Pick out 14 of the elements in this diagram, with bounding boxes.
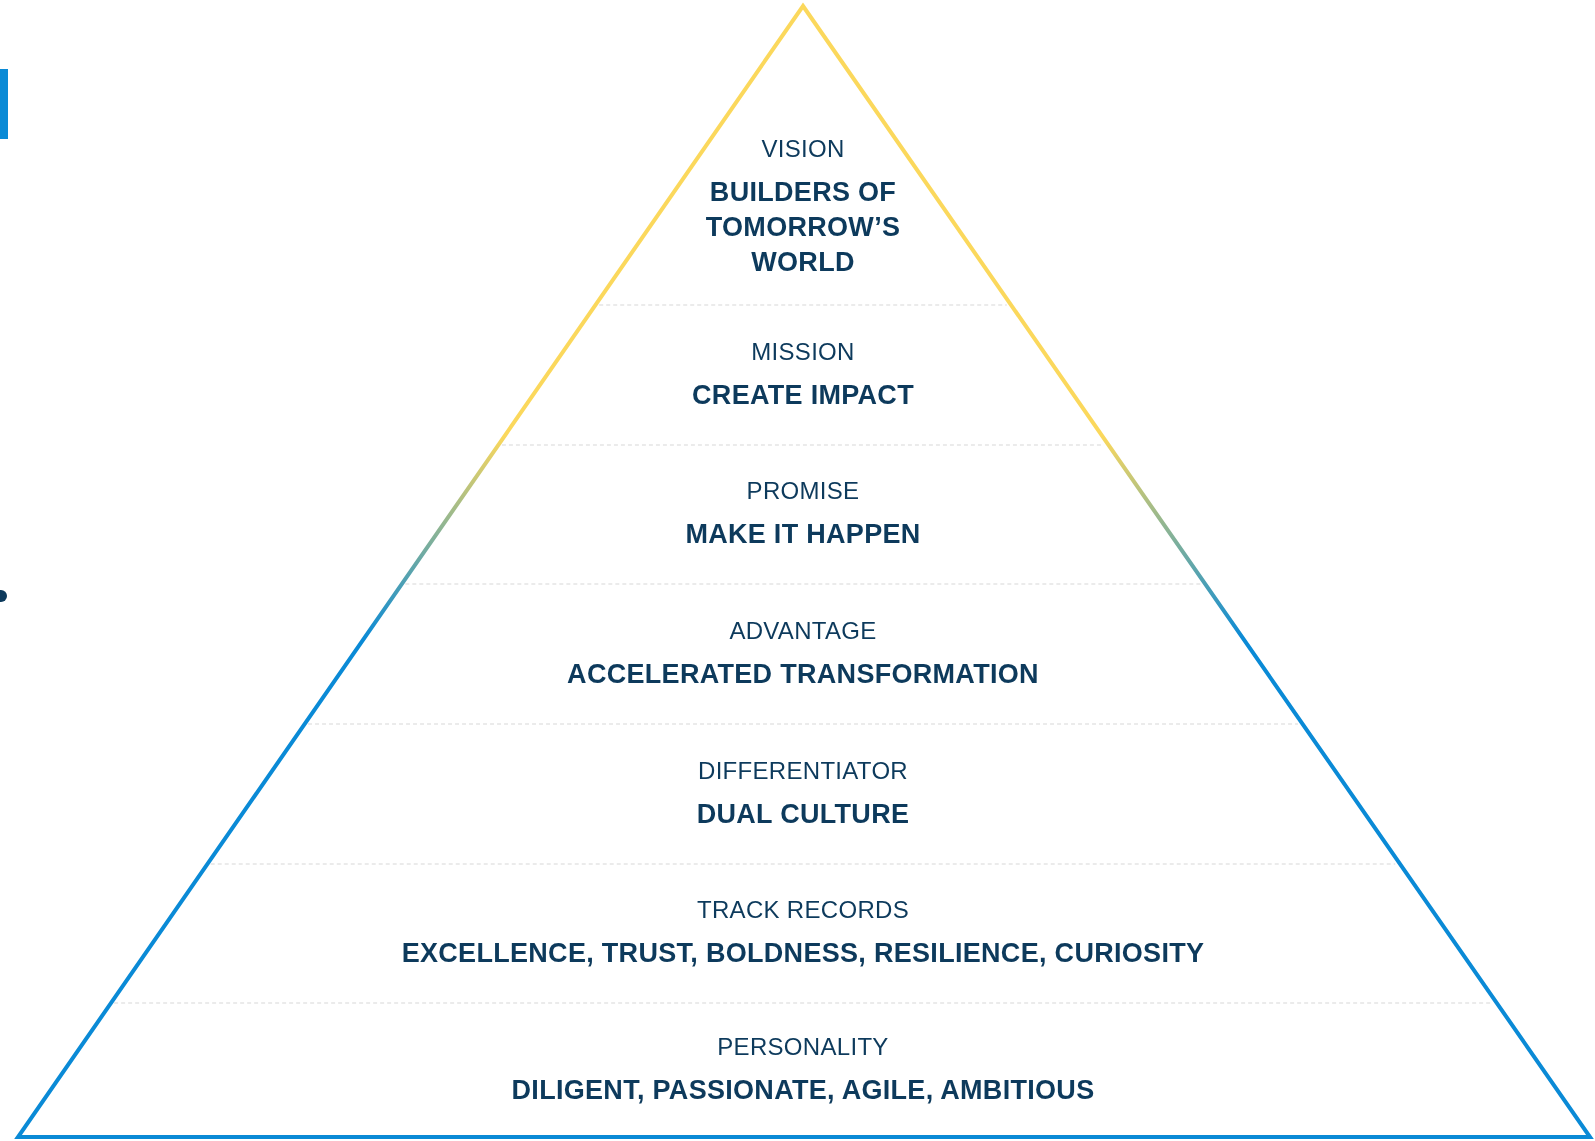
tier-heading: PERSONALITY: [717, 1032, 889, 1061]
tier-value: BUILDERS OF TOMORROW’S WORLD: [704, 176, 902, 279]
tier-heading: DIFFERENTIATOR: [698, 756, 908, 785]
tier-heading: PROMISE: [746, 477, 860, 505]
tier-value: DUAL CULTURE: [696, 797, 910, 831]
tier-heading: TRACK RECORDS: [697, 896, 909, 924]
tier-heading: MISSION: [751, 337, 855, 366]
tier-value: MAKE IT HAPPEN: [685, 518, 921, 551]
tier-value: EXCELLENCE, TRUST, BOLDNESS, RESILIENCE, CURIOSITY: [401, 937, 1205, 970]
tier-value: ACCELERATED TRANSFORMATION: [567, 657, 1039, 691]
tier-heading: VISION: [761, 135, 845, 163]
tier-value: CREATE IMPACT: [692, 378, 914, 412]
tier-heading: ADVANTAGE: [729, 616, 877, 645]
tier-value: DILIGENT, PASSIONATE, AGILE, AMBITIOUS: [511, 1073, 1095, 1107]
